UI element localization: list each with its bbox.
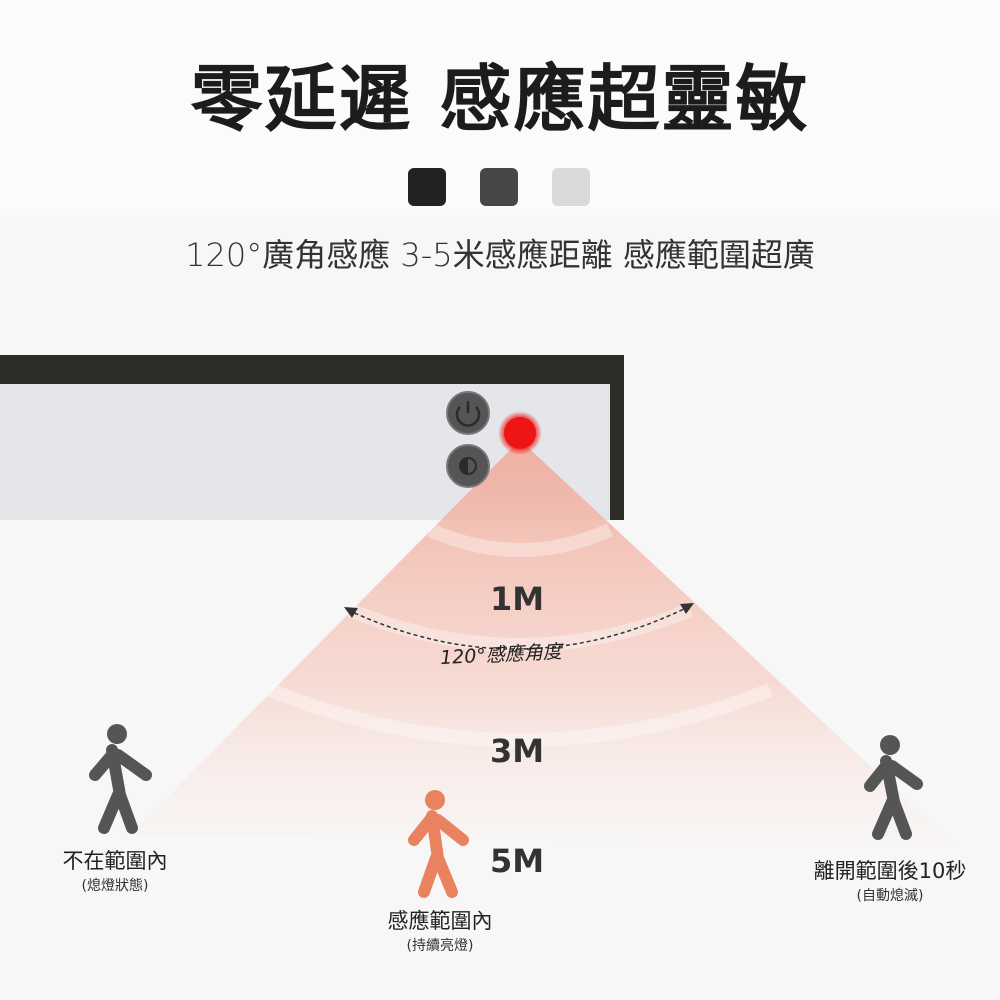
brightness-button bbox=[446, 444, 490, 488]
swatch-white[interactable] bbox=[552, 168, 590, 206]
state-leaving-sub: (自動熄滅) bbox=[856, 888, 924, 904]
distance-3m: 3M bbox=[490, 732, 545, 770]
person-outside-icon bbox=[89, 724, 152, 834]
person-leaving-icon bbox=[864, 735, 923, 840]
state-outside-sub: (熄燈狀態) bbox=[81, 878, 149, 894]
state-inside-sub: (持續亮燈) bbox=[406, 938, 474, 954]
swatch-black[interactable] bbox=[408, 168, 446, 206]
state-inside-label: 感應範圍內 bbox=[387, 909, 493, 933]
person-inside-icon bbox=[408, 790, 469, 898]
detection-arcs bbox=[267, 523, 773, 747]
distance-5m: 5M bbox=[490, 842, 545, 880]
state-outside: 不在範圍內 (熄燈狀態) bbox=[40, 845, 190, 895]
subtitle: 120°廣角感應 3-5米感應距離 感應範圍超廣 bbox=[185, 236, 815, 274]
power-button bbox=[446, 391, 490, 435]
swatch-gray[interactable] bbox=[480, 168, 518, 206]
detection-cone bbox=[130, 440, 955, 845]
angle-arrow bbox=[347, 605, 691, 650]
state-outside-label: 不在範圍內 bbox=[62, 849, 168, 873]
page-title: 零延遲 感應超靈敏 bbox=[190, 57, 810, 141]
state-leaving: 離開範圍後10秒 (自動熄滅) bbox=[790, 855, 990, 905]
state-leaving-label: 離開範圍後10秒 bbox=[813, 859, 967, 883]
state-inside: 感應範圍內 (持續亮燈) bbox=[360, 905, 520, 955]
distance-1m: 1M bbox=[490, 580, 545, 618]
